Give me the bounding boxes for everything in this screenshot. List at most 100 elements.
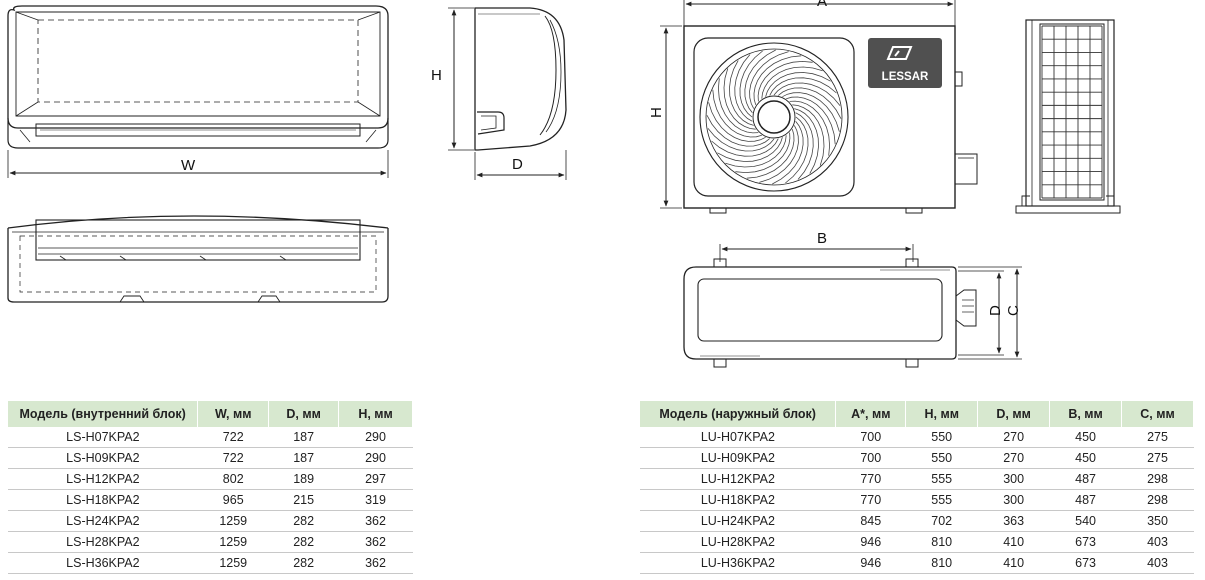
d-cell: 282 [268,531,339,553]
model-cell: LU-H07KPA2 [640,427,836,448]
w-cell: 1259 [197,510,269,532]
fan-grille-line [725,135,787,168]
h-cell: 362 [338,510,413,532]
b-cell: 673 [1049,552,1122,574]
dim-c-label: C [1005,305,1022,316]
w-cell: 1259 [197,552,269,574]
outdoor-header-model: Модель (наружный блок) [640,401,837,427]
d-cell: 410 [977,531,1050,553]
drawings-canvas: W H D [7,0,1121,368]
indoor-unit-table: Модель (внутренний блок) W, мм D, мм H, … [8,401,413,574]
fan-grille-line [711,138,779,157]
d-cell: 282 [268,510,339,532]
a-cell: 946 [835,531,906,553]
outdoor-unit-table: Модель (наружный блок) A*, мм H, мм D, м… [640,401,1194,574]
w-cell: 722 [197,427,269,448]
d-cell: 187 [268,447,339,469]
outdoor-top-view [683,244,1022,368]
h-cell: 319 [338,489,413,511]
model-cell: LU-H28KPA2 [640,531,836,553]
fan-grille-line [717,78,759,134]
dim-w-label: W [181,157,196,174]
fan-grille-line [729,60,754,126]
w-cell: 965 [197,489,269,511]
model-cell: LU-H12KPA2 [640,468,836,490]
fan-grille-line [712,89,762,138]
w-cell: 722 [197,447,269,469]
a-cell: 946 [835,552,906,574]
fan-grille-line [739,50,763,118]
dim-a-label: A [817,0,827,10]
h-cell: 362 [338,552,413,574]
dim-b-label: B [817,230,827,247]
condenser-coil-grid [1041,25,1103,199]
model-cell: LU-H36KPA2 [640,552,836,574]
fan-grille-line [772,121,804,185]
d-cell: 282 [268,552,339,574]
h-cell: 550 [905,447,978,469]
fan-grille-line [769,77,837,96]
a-cell: 845 [835,510,906,532]
fan-grille-line [782,92,840,132]
d-cell: 270 [977,447,1050,469]
fan-grille-line [744,49,776,113]
d-cell: 187 [268,427,339,448]
fan-grille-line [717,137,783,162]
b-cell: 673 [1049,531,1122,553]
outdoor-header-d: D, мм [977,401,1051,427]
dim-d-outdoor-label: D [987,305,1004,316]
outdoor-front-view [660,0,978,214]
h-cell: 810 [905,552,978,574]
h-cell: 550 [905,427,978,448]
fan-grille-line [765,72,831,97]
c-cell: 275 [1121,447,1194,469]
model-cell: LS-H12KPA2 [8,468,198,490]
c-cell: 350 [1121,510,1194,532]
fan-grille-line [708,102,766,142]
d-cell: 300 [977,468,1050,490]
model-cell: LU-H24KPA2 [640,510,836,532]
fan-grille-line [707,128,775,152]
d-cell: 410 [977,552,1050,574]
model-cell: LS-H28KPA2 [8,531,198,553]
model-cell: LU-H18KPA2 [640,489,836,511]
fan-grille-line [761,66,823,99]
model-cell: LS-H24KPA2 [8,510,198,532]
outdoor-header-row: Модель (наружный блок) A*, мм H, мм D, м… [640,401,1194,427]
a-cell: 700 [835,427,906,448]
fan-grille-line [749,51,789,109]
fan-grille-line [706,115,770,147]
indoor-bottom-view [7,215,389,303]
c-cell: 403 [1121,531,1194,553]
fan-grille [706,49,842,185]
model-cell: LS-H36KPA2 [8,552,198,574]
d-cell: 363 [977,510,1050,532]
model-cell: LS-H07KPA2 [8,427,198,448]
a-cell: 770 [835,468,906,490]
h-cell: 810 [905,531,978,553]
w-cell: 802 [197,468,269,490]
fan-grille-line [795,112,814,180]
h-cell: 290 [338,447,413,469]
fan-grille-line [789,100,831,156]
model-cell: LS-H09KPA2 [8,447,198,469]
h-cell: 362 [338,531,413,553]
fan-grille-line [794,108,819,174]
outdoor-header-b: B, мм [1049,401,1123,427]
h-cell: 555 [905,489,978,511]
indoor-side-view [448,7,567,180]
d-cell: 215 [268,489,339,511]
outdoor-header-c: C, мм [1121,401,1194,427]
fan-grille-line [792,104,825,166]
brand-logo-text: LESSAR [882,71,929,83]
c-cell: 403 [1121,552,1194,574]
